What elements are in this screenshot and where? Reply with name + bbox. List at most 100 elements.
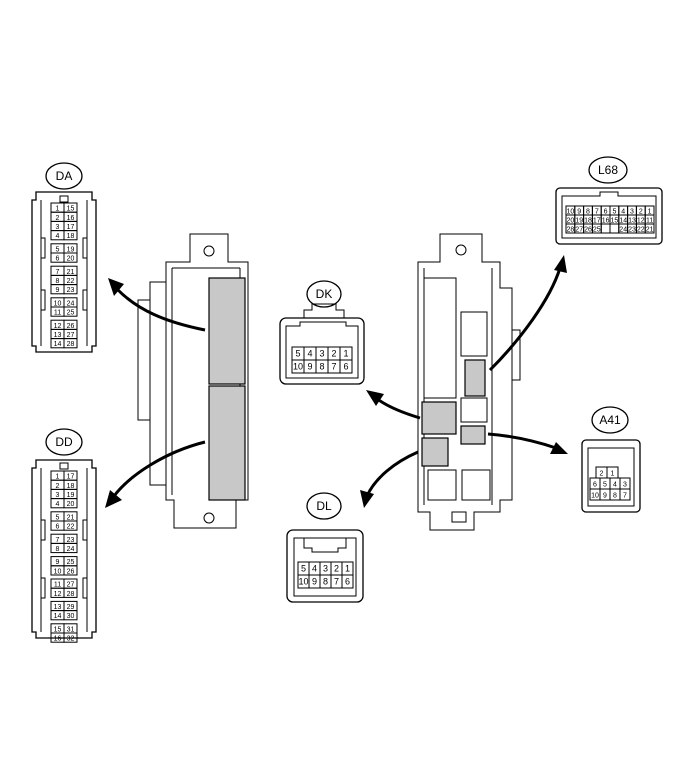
- dd-pin-label: 17: [67, 474, 75, 481]
- l68-pin-label: 9: [577, 209, 581, 216]
- da-cell: [63, 306, 78, 317]
- a41-cell: [619, 488, 631, 501]
- dd-pin-label: 4: [56, 501, 60, 508]
- da-pin-label: 13: [54, 332, 62, 339]
- a41-pin-label: 4: [613, 482, 617, 489]
- l68-pin-label: 18: [584, 218, 592, 225]
- dd-cell: [63, 632, 78, 643]
- dd-cell: [63, 610, 78, 621]
- dd-pin-label: 20: [67, 501, 75, 508]
- arrow-to-a41: [487, 432, 557, 450]
- dd-pin-label: 16: [54, 636, 62, 643]
- connector-label-dk: DK: [316, 287, 333, 301]
- arrow-to-l68: [488, 267, 562, 372]
- da-pin-label: 2: [56, 215, 60, 222]
- dl-pin-label: 8: [323, 577, 328, 587]
- dd-pin-label: 7: [56, 537, 60, 544]
- da-pin-label: 27: [67, 332, 75, 339]
- a41-pin-label: 9: [603, 493, 607, 500]
- dl-pin-label: 1: [345, 564, 350, 574]
- da-pin-label: 24: [67, 300, 75, 307]
- dl-pin-label: 2: [334, 564, 339, 574]
- da-pin-label: 6: [56, 256, 60, 263]
- dk-pin-label: 1: [343, 349, 348, 359]
- da-pin-label: 1: [56, 206, 60, 213]
- l68-pin-label: 26: [584, 227, 592, 234]
- da-cell: [63, 284, 78, 295]
- da-pin-label: 3: [56, 224, 60, 231]
- l68-pin-label: 17: [593, 218, 601, 225]
- left-connector-slot-upper: [208, 277, 246, 385]
- right-slot-l68: [464, 359, 486, 397]
- a41-pin-label: 8: [613, 493, 617, 500]
- l68-pin-label: 12: [637, 218, 645, 225]
- right-junction-block: [417, 233, 521, 531]
- dd-cell: [63, 542, 78, 554]
- da-pin-label: 21: [67, 269, 75, 276]
- dd-pin-label: 5: [56, 514, 60, 521]
- a41-pin-label: 10: [591, 493, 599, 500]
- dd-pin-label: 18: [67, 483, 75, 490]
- l68-pin-label: 3: [630, 209, 634, 216]
- a41-pin-label: 3: [623, 482, 627, 489]
- dd-cell: [63, 587, 78, 598]
- dd-pin-label: 15: [54, 626, 62, 633]
- l68-pin-label: 23: [628, 227, 636, 234]
- dd-pin-label: 14: [54, 613, 62, 620]
- l68-pin-label: 13: [628, 218, 636, 225]
- dk-pin-label: 10: [293, 362, 303, 372]
- dd-pin-label: 30: [67, 613, 75, 620]
- dk-pin-label: 7: [331, 362, 336, 372]
- l68-pin-label: 1: [648, 209, 652, 216]
- connector-label-da: DA: [56, 169, 73, 183]
- da-pin-label: 7: [56, 269, 60, 276]
- da-pin-label: 20: [67, 256, 75, 263]
- l68-cell: [644, 223, 655, 234]
- l68-pin-label: 15: [611, 218, 619, 225]
- a41-pin-label: 1: [611, 471, 615, 478]
- l68-pin-label: 27: [575, 227, 583, 234]
- dl-pin-label: 6: [345, 577, 350, 587]
- dk-pin-label: 4: [307, 349, 312, 359]
- da-cell: [63, 230, 78, 241]
- dk-pin-label: 8: [319, 362, 324, 372]
- l68-pin-label: 2: [639, 209, 643, 216]
- da-pin-label: 28: [67, 341, 75, 348]
- da-pin-label: 10: [54, 300, 62, 307]
- dd-pin-label: 25: [67, 559, 75, 566]
- l68-pin-label: 25: [593, 227, 601, 234]
- a41-pin-label: 5: [603, 482, 607, 489]
- arrow-to-dl: [365, 450, 419, 497]
- l68-pin-label: 16: [602, 218, 610, 225]
- arrow-to-dk: [375, 396, 421, 420]
- dd-pin-label: 29: [67, 604, 75, 611]
- da-cell: [63, 252, 78, 263]
- dd-pin-label: 21: [67, 514, 75, 521]
- da-pin-label: 14: [54, 341, 62, 348]
- l68-pin-label: 5: [612, 209, 616, 216]
- da-pin-label: 5: [56, 246, 60, 253]
- dd-pin-label: 11: [54, 582, 61, 589]
- dd-pin-label: 19: [67, 492, 75, 499]
- dk-pin-label: 5: [295, 349, 300, 359]
- da-cell: [63, 338, 78, 349]
- dl-pin-label: 5: [301, 564, 306, 574]
- dd-cell: [63, 498, 78, 509]
- da-pin-label: 15: [67, 206, 75, 213]
- dd-pin-label: 13: [54, 604, 62, 611]
- dk-cell: [339, 359, 353, 374]
- dd-pin-label: 9: [56, 559, 60, 566]
- l68-pin-label: 19: [575, 218, 583, 225]
- arrow-to-dd: [112, 440, 206, 497]
- da-pin-label: 19: [67, 246, 75, 253]
- arrow-to-da: [116, 288, 206, 332]
- dl-pin-label: 4: [312, 564, 317, 574]
- da-pin-label: 23: [67, 287, 75, 294]
- da-pin-label: 18: [67, 233, 75, 240]
- da-pin-label: 16: [67, 215, 75, 222]
- da-pin-label: 8: [56, 278, 60, 285]
- da-pin-label: 12: [54, 323, 62, 330]
- l68-pin-label: 10: [567, 209, 575, 216]
- l68-pin-label: 28: [567, 227, 575, 234]
